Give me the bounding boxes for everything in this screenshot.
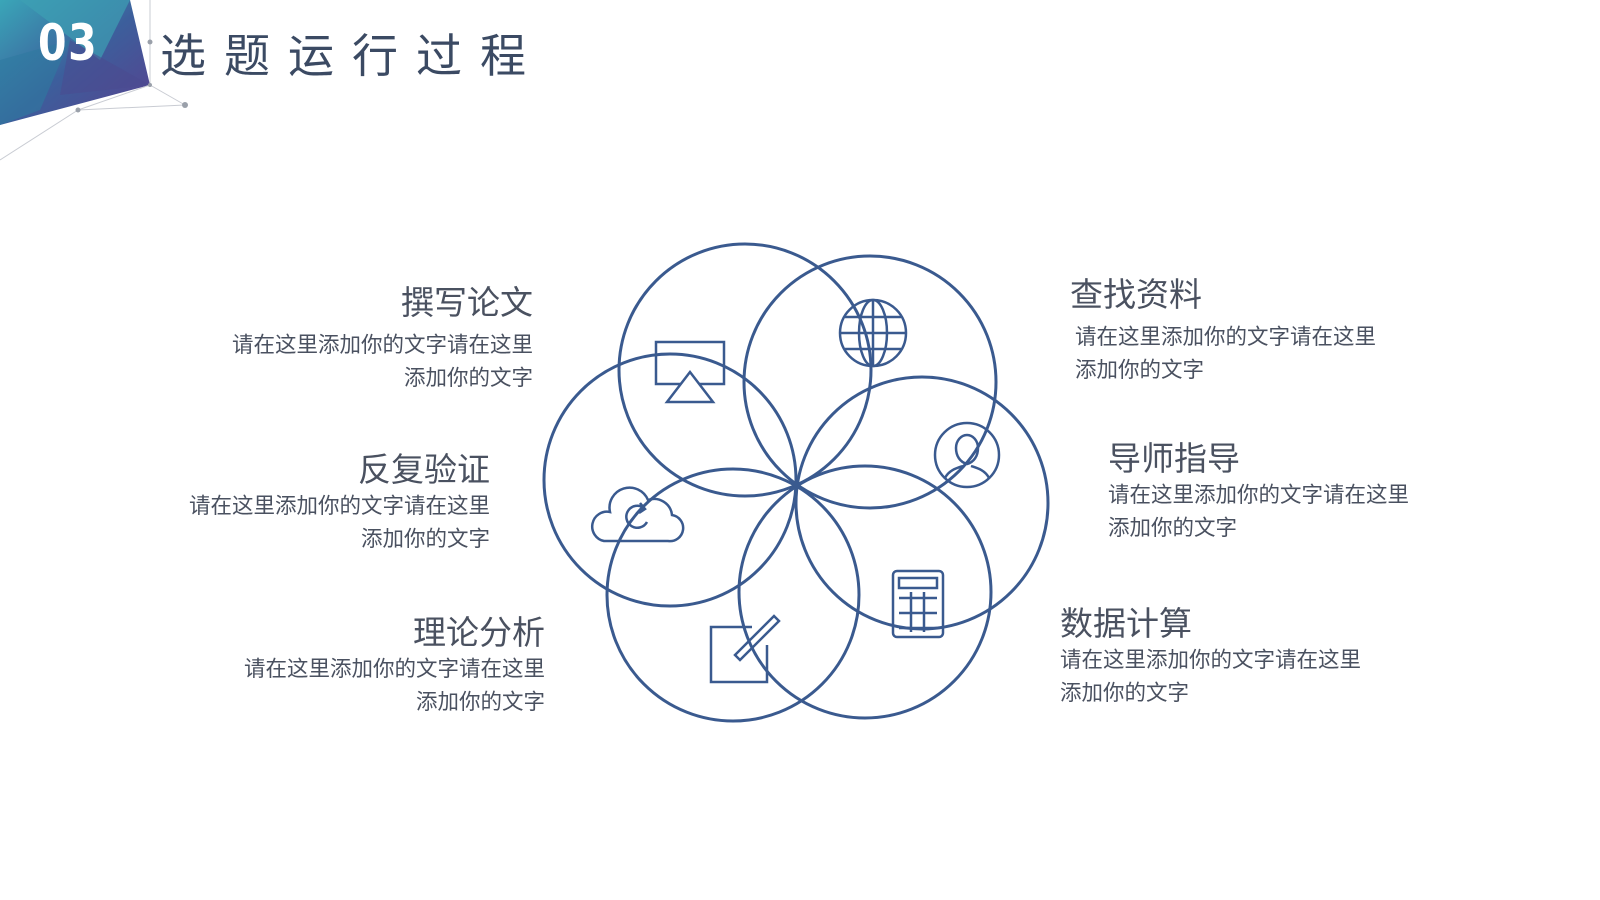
step-theoretical-analysis: 理论分析 请在这里添加你的文字请在这里 添加你的文字 <box>244 613 545 719</box>
cycle-circle-left <box>542 352 798 608</box>
step-description-line: 添加你的文字 <box>403 365 533 391</box>
step-title: 数据计算 <box>1060 604 1192 643</box>
step-title: 理论分析 <box>413 613 545 652</box>
user-avatar-icon <box>933 421 1001 489</box>
cloud-refresh-icon <box>591 486 685 543</box>
step-finding-materials: 查找资料 请在这里添加你的文字请在这里 添加你的文字 <box>1070 275 1376 387</box>
step-repeated-verification: 反复验证 请在这里添加你的文字请在这里 添加你的文字 <box>189 450 490 556</box>
step-description-line: 请在这里添加你的文字请在这里 <box>231 332 533 358</box>
presentation-screen-icon <box>654 340 726 404</box>
step-description: 请在这里添加你的文字请在这里 添加你的文字 <box>1075 321 1376 387</box>
step-description-line: 添加你的文字 <box>360 526 490 552</box>
calculator-icon <box>891 569 945 639</box>
corner-polygon-decoration <box>0 0 188 161</box>
step-description-line: 添加你的文字 <box>1108 515 1238 541</box>
step-description-line: 请在这里添加你的文字请在这里 <box>188 493 490 519</box>
step-advisor-guidance: 导师指导 请在这里添加你的文字请在这里 添加你的文字 <box>1108 439 1409 545</box>
step-title: 撰写论文 <box>401 283 533 322</box>
step-description: 请在这里添加你的文字请在这里 添加你的文字 <box>232 329 533 395</box>
step-description: 请在这里添加你的文字请在这里 添加你的文字 <box>244 653 545 719</box>
step-description: 请在这里添加你的文字请在这里 添加你的文字 <box>1060 644 1361 710</box>
step-title: 查找资料 <box>1070 275 1202 314</box>
cycle-circle-top-left <box>617 242 873 498</box>
step-description-line: 请在这里添加你的文字请在这里 <box>1075 324 1377 350</box>
globe-icon <box>838 298 908 368</box>
step-description: 请在这里添加你的文字请在这里 添加你的文字 <box>1108 479 1409 545</box>
cycle-circle-bottom-right <box>737 464 993 720</box>
step-title: 导师指导 <box>1108 439 1240 478</box>
step-description-line: 请在这里添加你的文字请在这里 <box>243 656 545 682</box>
step-description-line: 添加你的文字 <box>1060 680 1190 706</box>
step-title: 反复验证 <box>358 450 490 489</box>
cycle-circle-bottom-left <box>605 467 861 723</box>
step-description-line: 请在这里添加你的文字请在这里 <box>1060 647 1362 673</box>
cycle-circle-top-right <box>742 254 998 510</box>
step-description-line: 请在这里添加你的文字请在这里 <box>1108 482 1410 508</box>
step-description: 请在这里添加你的文字请在这里 添加你的文字 <box>189 490 490 556</box>
edit-note-icon <box>709 614 781 684</box>
page-title: 选题运行过程 <box>160 29 544 83</box>
section-number: 03 <box>38 14 99 72</box>
step-description-line: 添加你的文字 <box>415 689 545 715</box>
step-data-calculation: 数据计算 请在这里添加你的文字请在这里 添加你的文字 <box>1060 604 1361 710</box>
step-writing-paper: 撰写论文 请在这里添加你的文字请在这里 添加你的文字 <box>232 283 533 395</box>
step-description-line: 添加你的文字 <box>1075 357 1205 383</box>
